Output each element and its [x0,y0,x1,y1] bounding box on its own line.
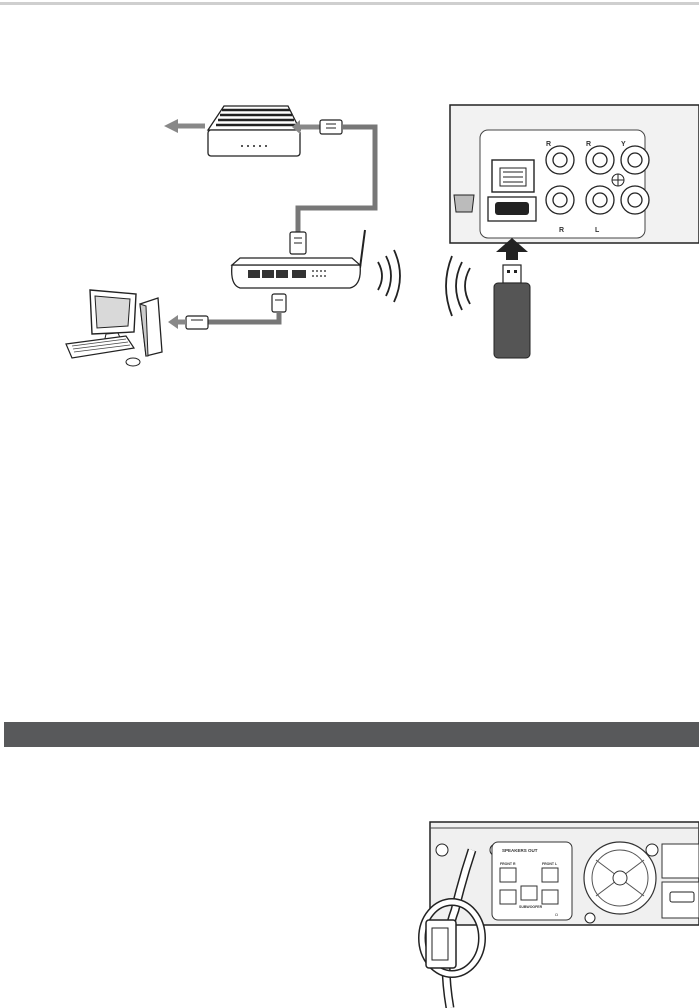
jack-label-y: Y [621,141,626,148]
top-rule [0,2,699,5]
jack-label-right: R [559,227,564,234]
usb-dongle-icon [494,265,530,358]
ethernet-cable-modem [290,120,375,254]
jack-label-r2: R [586,141,591,148]
ethernet-cable-pc [168,294,286,329]
wireless-signal-icon [378,250,400,302]
wireless-signal-icon-2 [446,256,470,316]
modem-icon [208,106,300,156]
network-connection-diagram [0,90,420,380]
usb-port-icon [488,197,536,221]
speakers-out-panel: SPEAKERS OUT FRONT R FRONT L SUBWOOFER Ω [492,842,572,920]
rear-panel-diagram: SPEAKERS OUT FRONT R FRONT L SUBWOOFER Ω [400,820,699,1008]
lan-port-icon [492,160,534,192]
computer-icon [66,290,162,366]
speakers-out-label: SPEAKERS OUT [502,848,538,853]
jack-label-left: L [595,227,600,234]
cooling-fan-icon [584,842,656,914]
front-l-label: FRONT L [542,862,558,866]
internet-arrow-icon [164,119,205,133]
subwoofer-label: SUBWOOFER [519,905,543,909]
usb-adapter-diagram: R R Y R L [440,100,699,370]
jack-label-r1: R [546,141,551,148]
section-header-bar [4,722,699,747]
front-r-label: FRONT R [500,862,516,866]
ohm-label: Ω [555,912,558,917]
